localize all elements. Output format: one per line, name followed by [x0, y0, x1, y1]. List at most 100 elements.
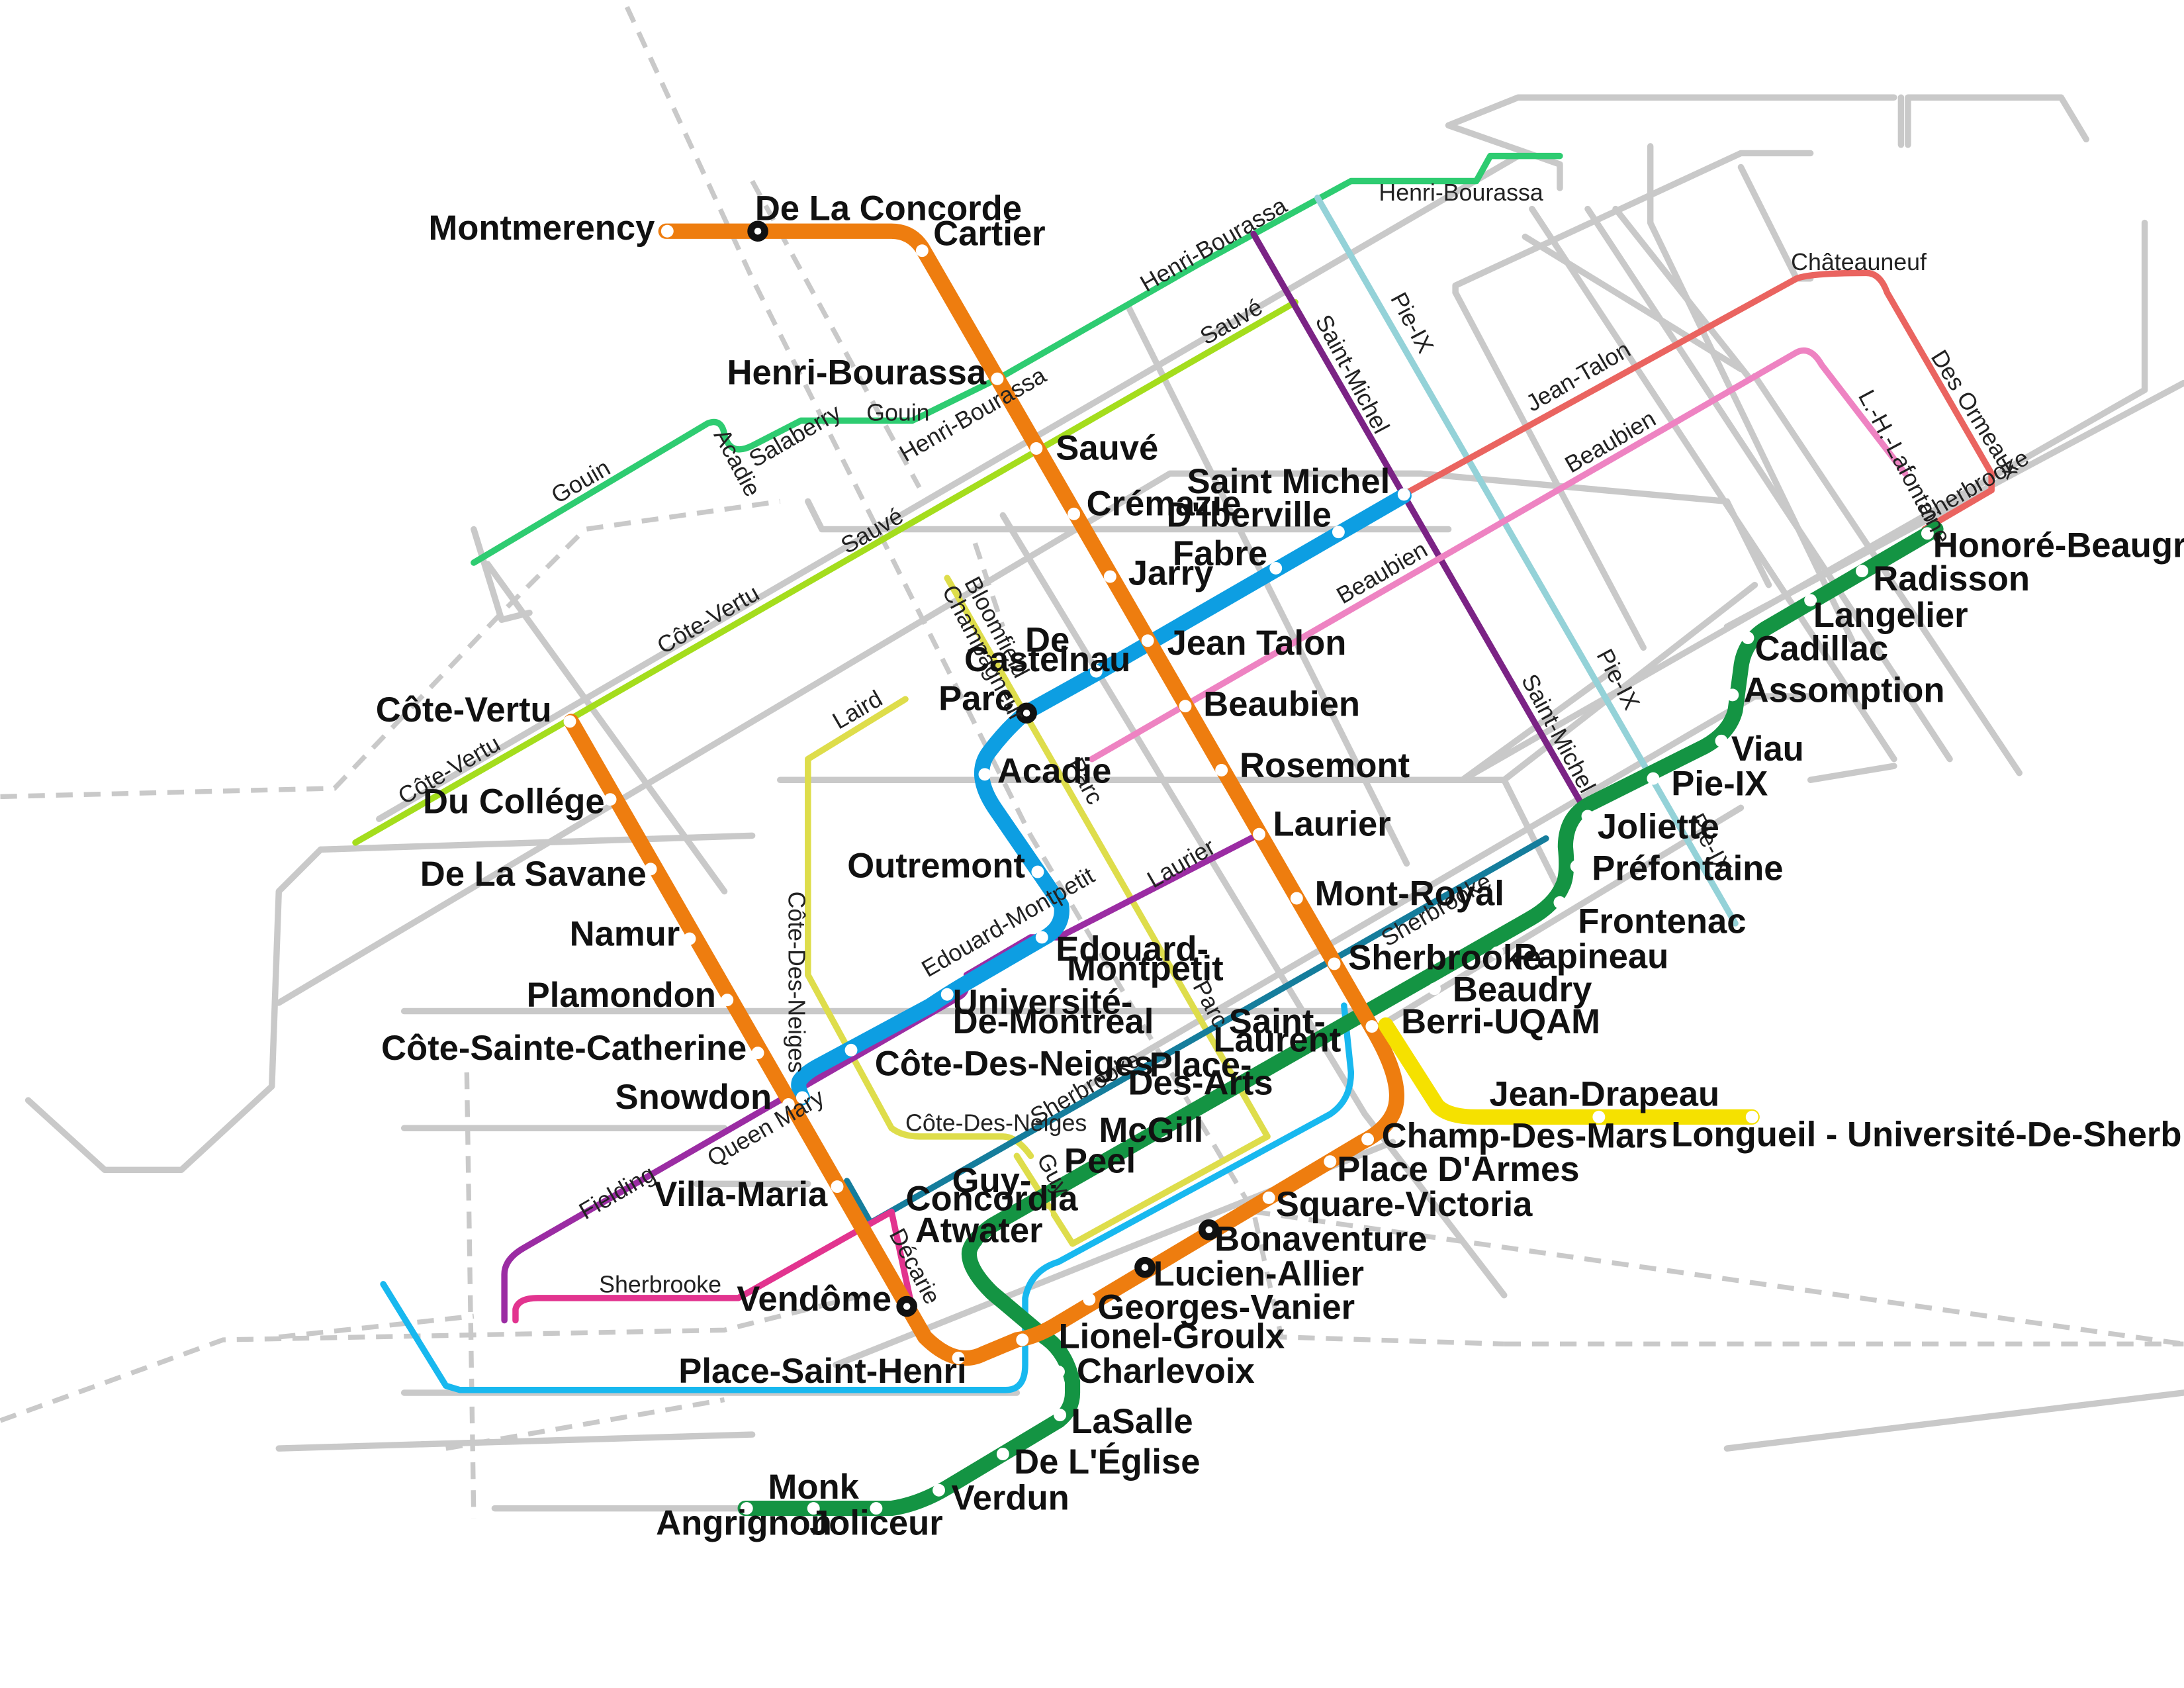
station-plamondon: Plamondon — [527, 976, 716, 1015]
station-de-leglise: De L'Église — [1014, 1442, 1200, 1481]
station-lasalle: LaSalle — [1071, 1402, 1193, 1441]
line-yellow — [1378, 1017, 1760, 1125]
street-label: Sherbrooke — [599, 1271, 721, 1297]
station-montmerency: Montmerency — [429, 209, 655, 248]
street-label: Côte-Des-Neiges — [783, 892, 809, 1073]
route-lightblue — [380, 1002, 1355, 1393]
station-longueuil: Longueil - Université-De-Sherbrooke — [1671, 1115, 2184, 1154]
station-mont-royal: Mont-Royal — [1315, 874, 1504, 914]
station-jean-drapeau: Jean-Drapeau — [1489, 1075, 1719, 1114]
station-monk: Monk — [768, 1468, 860, 1507]
station-de-castelnau-1: De — [1025, 621, 1069, 660]
line-green — [737, 521, 1944, 1517]
station-georges-vanier: Georges-Vanier — [1097, 1288, 1355, 1327]
route-sherbrooke-pink — [512, 1208, 916, 1324]
station-villa-maria: Villa-Maria — [654, 1175, 828, 1214]
station-joliette: Joliette — [1598, 808, 1719, 847]
station-honore-beaugrand: Honoré-Beaugrand — [1933, 526, 2184, 565]
station-cadillac: Cadillac — [1754, 629, 1888, 668]
station-labels: Montmerency De La Concorde Cartier Henri… — [376, 189, 2184, 1542]
station-saint-laurent-2: Laurent — [1213, 1020, 1341, 1059]
station-mcgill: McGill — [1099, 1111, 1204, 1150]
station-du-college: Du Collége — [423, 782, 605, 821]
street-label: Henri-Bourassa — [1136, 192, 1291, 297]
street-label: Fielding — [574, 1160, 659, 1225]
station-cartier: Cartier — [933, 214, 1046, 253]
station-verdun: Verdun — [952, 1479, 1069, 1518]
street-label: Côte-Des-Neiges — [905, 1109, 1087, 1136]
station-cote-des-neiges: Côte-Des-Neiges — [875, 1044, 1154, 1083]
station-atwater: Atwater — [915, 1211, 1043, 1250]
route-saint-michel — [1250, 230, 1591, 818]
station-universite-1: Université- — [953, 983, 1133, 1022]
station-parc: Parc — [938, 679, 1014, 718]
station-charlevoix: Charlevoix — [1077, 1352, 1255, 1391]
station-square-victoria: Square-Victoria — [1276, 1185, 1533, 1224]
route-laird — [805, 696, 1034, 1160]
station-outremont: Outremont — [847, 846, 1025, 885]
station-henri-bourassa: Henri-Bourassa — [727, 353, 987, 393]
station-jarry: Jarry — [1128, 554, 1214, 593]
station-place-des-arts-1: Place- — [1150, 1045, 1252, 1084]
station-universite-2: De-Montreal — [953, 1002, 1154, 1041]
station-viau: Viau — [1731, 729, 1804, 769]
station-lionel-groulx: Lionel-Groulx — [1059, 1317, 1285, 1356]
station-cote-sainte-catherine: Côte-Sainte-Catherine — [381, 1029, 747, 1068]
station-de-castelnau-2: Castelnau — [964, 640, 1130, 679]
station-snowdon: Snowdon — [615, 1078, 772, 1117]
route-jean-talon — [1400, 269, 1995, 533]
station-rosemont: Rosemont — [1240, 746, 1410, 785]
station-edouard-montpetit-1: Edouard- — [1056, 930, 1208, 969]
street-label: Sherbrooke — [1914, 444, 2033, 528]
station-langelier: Langelier — [1813, 596, 1968, 635]
route-pie-ix — [1314, 195, 1739, 927]
station-bonaventure: Bonaventure — [1214, 1219, 1427, 1258]
station-radisson: Radisson — [1873, 559, 2030, 598]
station-laurier: Laurier — [1273, 804, 1391, 843]
station-prefontaine: Préfontaine — [1592, 849, 1783, 888]
station-lucien-allier: Lucien-Allier — [1154, 1254, 1364, 1293]
station-guy-concordia-2: Concordia — [906, 1179, 1079, 1218]
station-vendome: Vendôme — [737, 1280, 891, 1319]
station-berri-uqam: Berri-UQAM — [1401, 1002, 1600, 1041]
street-label: Sauvé — [837, 502, 908, 559]
station-namur: Namur — [570, 915, 680, 954]
route-sauve — [352, 299, 1298, 846]
station-guy-concordia-1: Guy- — [952, 1161, 1032, 1200]
station-champ-des-mars: Champ-Des-Mars — [1382, 1117, 1668, 1156]
station-dots — [563, 220, 1934, 1515]
station-de-la-concorde: De La Concorde — [755, 189, 1022, 228]
station-de-la-savane: De La Savane — [420, 855, 647, 894]
station-diberville: D'Iberville — [1167, 495, 1332, 534]
station-papineau: Papineau — [1514, 937, 1669, 976]
station-beaubien: Beaubien — [1203, 684, 1360, 724]
station-peel: Peel — [1064, 1142, 1136, 1181]
line-blue — [791, 488, 1412, 1105]
station-sherbrooke: Sherbrooke — [1348, 938, 1541, 977]
station-saint-michel: Saint Michel — [1187, 462, 1390, 501]
station-jean-talon: Jean Talon — [1167, 624, 1347, 663]
station-fabre: Fabre — [1173, 534, 1267, 573]
station-pie-ix: Pie-IX — [1671, 764, 1768, 803]
street-label: Saint-Michel — [1310, 310, 1395, 438]
station-cremazie: Crémazie — [1087, 484, 1242, 523]
street-label: Gouin — [866, 399, 929, 426]
station-saint-laurent-1: Saint- — [1229, 1002, 1326, 1041]
street-label: L.-H.-Lafontaine — [1853, 386, 1956, 548]
station-edouard-montpetit-2: Montpetit — [1067, 949, 1224, 988]
station-frontenac: Frontenac — [1578, 902, 1746, 941]
station-acadie: Acadie — [997, 751, 1111, 790]
station-beaudry: Beaudry — [1453, 970, 1592, 1009]
road-network — [24, 94, 2184, 1512]
street-label: Châteauneuf — [1791, 249, 1927, 275]
station-joliceur: Joliceur — [809, 1504, 943, 1543]
street-label: Pie-IX — [1385, 288, 1439, 357]
station-sauve: Sauvé — [1056, 428, 1158, 467]
station-cote-vertu: Côte-Vertu — [376, 690, 552, 729]
station-place-des-arts-2: Des-Arts — [1128, 1064, 1273, 1103]
route-beaubien — [1089, 347, 1909, 763]
street-label: Henri-Bourassa — [1379, 179, 1543, 206]
station-place-darmes: Place D'Armes — [1337, 1150, 1579, 1189]
station-angrignon: Angrignon — [656, 1504, 832, 1543]
